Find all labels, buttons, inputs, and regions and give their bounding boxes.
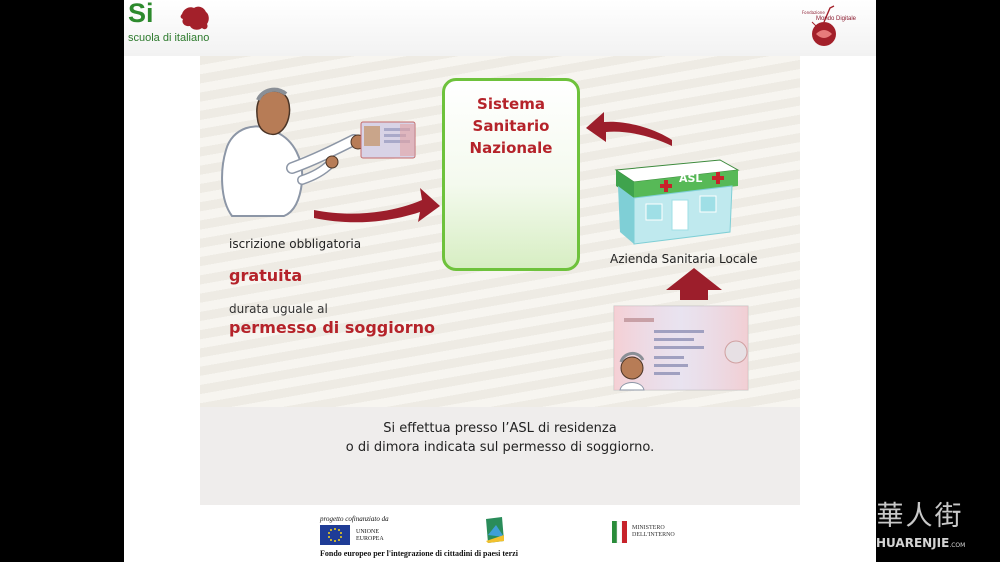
slide-header-band bbox=[124, 0, 876, 56]
man-with-card-illustration bbox=[221, 87, 416, 217]
ssn-title-line-3: Nazionale bbox=[469, 139, 553, 157]
eu-label: UNIONE EUROPEA bbox=[356, 529, 384, 543]
ssn-title-line-2: Sanitario bbox=[472, 117, 550, 135]
durata-label: durata uguale al bbox=[229, 302, 328, 316]
iscrizione-label: iscrizione obbligatoria bbox=[229, 237, 362, 251]
eu-label-line-1: UNIONE bbox=[356, 529, 379, 535]
italy-flag-icon bbox=[612, 521, 627, 543]
logo-title: Si bbox=[128, 0, 154, 28]
italy-map-icon bbox=[180, 6, 209, 30]
watermark-en-main: HUARENJIE bbox=[876, 536, 950, 550]
eu-flag-icon bbox=[320, 525, 350, 545]
eu-label-line-2: EUROPEA bbox=[356, 536, 384, 542]
asl-label: Azienda Sanitaria Locale bbox=[610, 252, 758, 266]
watermark-en: HUARENJIE.COM bbox=[876, 536, 965, 550]
cofinanced-text: progetto cofinanziato da bbox=[320, 515, 389, 523]
arrow-from-asl bbox=[586, 112, 672, 146]
watermark-en-small: .COM bbox=[949, 542, 966, 549]
permesso-label: permesso di soggiorno bbox=[229, 318, 436, 337]
watermark-cn: 華人街 bbox=[876, 501, 964, 532]
ministry-label: MINISTERO DELL'INTERNO bbox=[632, 525, 675, 539]
gratuita-label: gratuita bbox=[229, 266, 303, 285]
watermark: 華人街 HUARENJIE.COM bbox=[850, 494, 1000, 562]
ssn-box: Sistema Sanitario Nazionale bbox=[442, 78, 580, 271]
regione-abruzzo-logo-icon bbox=[486, 517, 504, 543]
logo-subtitle: scuola di italiano bbox=[128, 32, 210, 44]
arrow-to-ssn bbox=[314, 188, 440, 223]
permesso-card-illustration bbox=[613, 305, 749, 391]
ministry-label-line-1: MINISTERO bbox=[632, 525, 665, 531]
ssn-title-line-1: Sistema bbox=[477, 95, 545, 113]
caption-line-1: Si effettua presso l’ASL di residenza bbox=[383, 421, 617, 436]
partner-name: Mondo Digitale bbox=[816, 16, 857, 22]
ssn-title: Sistema Sanitario Nazionale bbox=[445, 93, 577, 159]
asl-sign: ASL bbox=[679, 172, 703, 185]
globe-logo-icon bbox=[811, 5, 836, 46]
mondo-digitale-logo: Fondazione Mondo Digitale bbox=[800, 2, 874, 48]
asl-building-illustration bbox=[614, 159, 740, 245]
caption-area: Si effettua presso l’ASL di residenza o … bbox=[200, 407, 800, 505]
slide: Si scuola di italiano Fondazione Mondo D… bbox=[124, 0, 876, 562]
arrow-up bbox=[666, 268, 722, 300]
partner-prefix: Fondazione bbox=[802, 10, 825, 15]
fund-text: Fondo europeo per l'integrazione di citt… bbox=[320, 549, 518, 558]
ministry-label-line-2: DELL'INTERNO bbox=[632, 532, 675, 538]
caption-line-2: o di dimora indicata sul permesso di sog… bbox=[345, 440, 655, 455]
scuola-italiano-logo: Si scuola di italiano bbox=[128, 0, 238, 46]
footer-logos: progetto cofinanziato da UNIONE EUROPEA … bbox=[312, 511, 692, 562]
